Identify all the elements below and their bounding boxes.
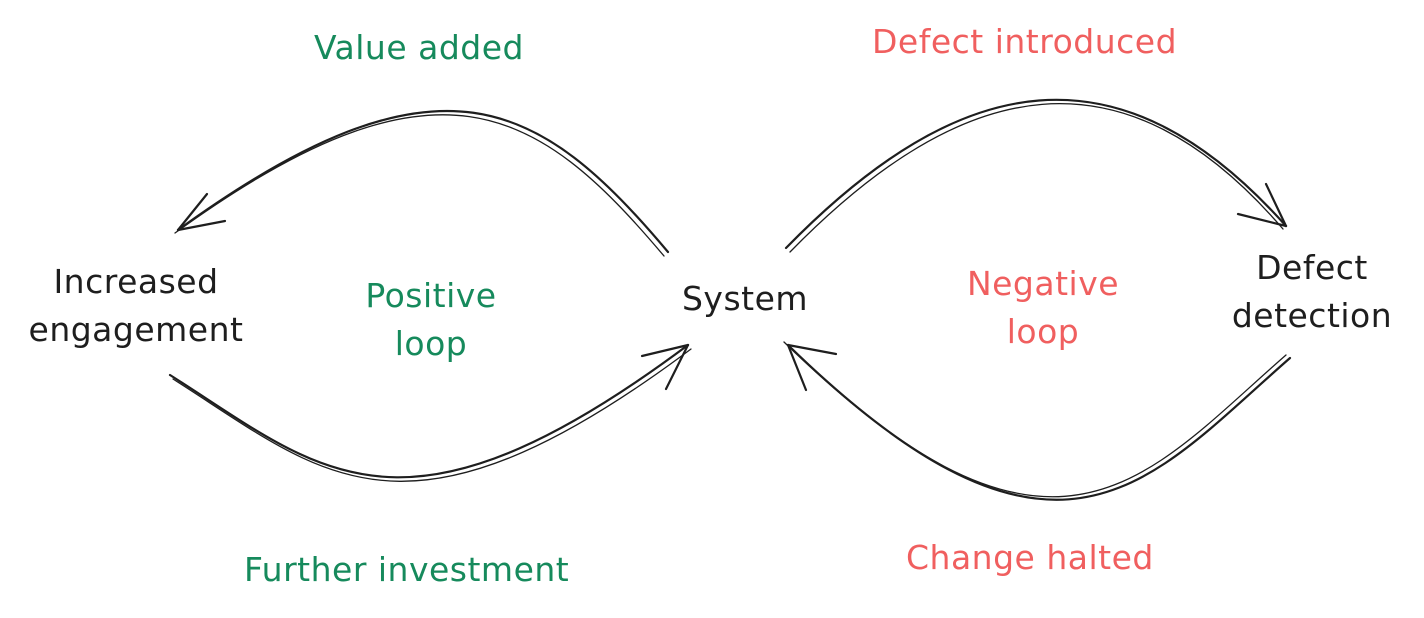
edge-label-further-investment: Further investment xyxy=(244,550,570,589)
node-defect-detection: Defect detection xyxy=(1214,244,1410,340)
negative-loop-label-line-2: loop xyxy=(1006,312,1080,351)
node-increased-engagement: Increased engagement xyxy=(16,258,256,354)
node-defect-detection-line-2: detection xyxy=(1231,296,1393,335)
positive-loop-label-line-1: Positive xyxy=(365,276,497,315)
arrow-further-investment xyxy=(168,343,692,482)
arrow-defect-introduced xyxy=(784,98,1288,253)
node-defect-detection-line-1: Defect xyxy=(1256,248,1368,287)
arrow-change-halted xyxy=(783,341,1292,501)
node-system: System xyxy=(681,279,809,318)
positive-loop-label: Positive loop xyxy=(336,272,526,368)
edge-label-defect-introduced: Defect introduced xyxy=(872,22,1178,61)
node-increased-engagement-line-2: engagement xyxy=(28,310,244,349)
edge-label-change-halted: Change halted xyxy=(906,538,1154,577)
negative-loop-label-line-1: Negative xyxy=(966,264,1120,303)
negative-loop-label: Negative loop xyxy=(948,260,1138,356)
arrow-value-added xyxy=(174,110,670,257)
positive-loop-label-line-2: loop xyxy=(394,324,468,363)
edge-label-value-added: Value added xyxy=(314,28,524,67)
node-increased-engagement-line-1: Increased xyxy=(53,262,219,301)
